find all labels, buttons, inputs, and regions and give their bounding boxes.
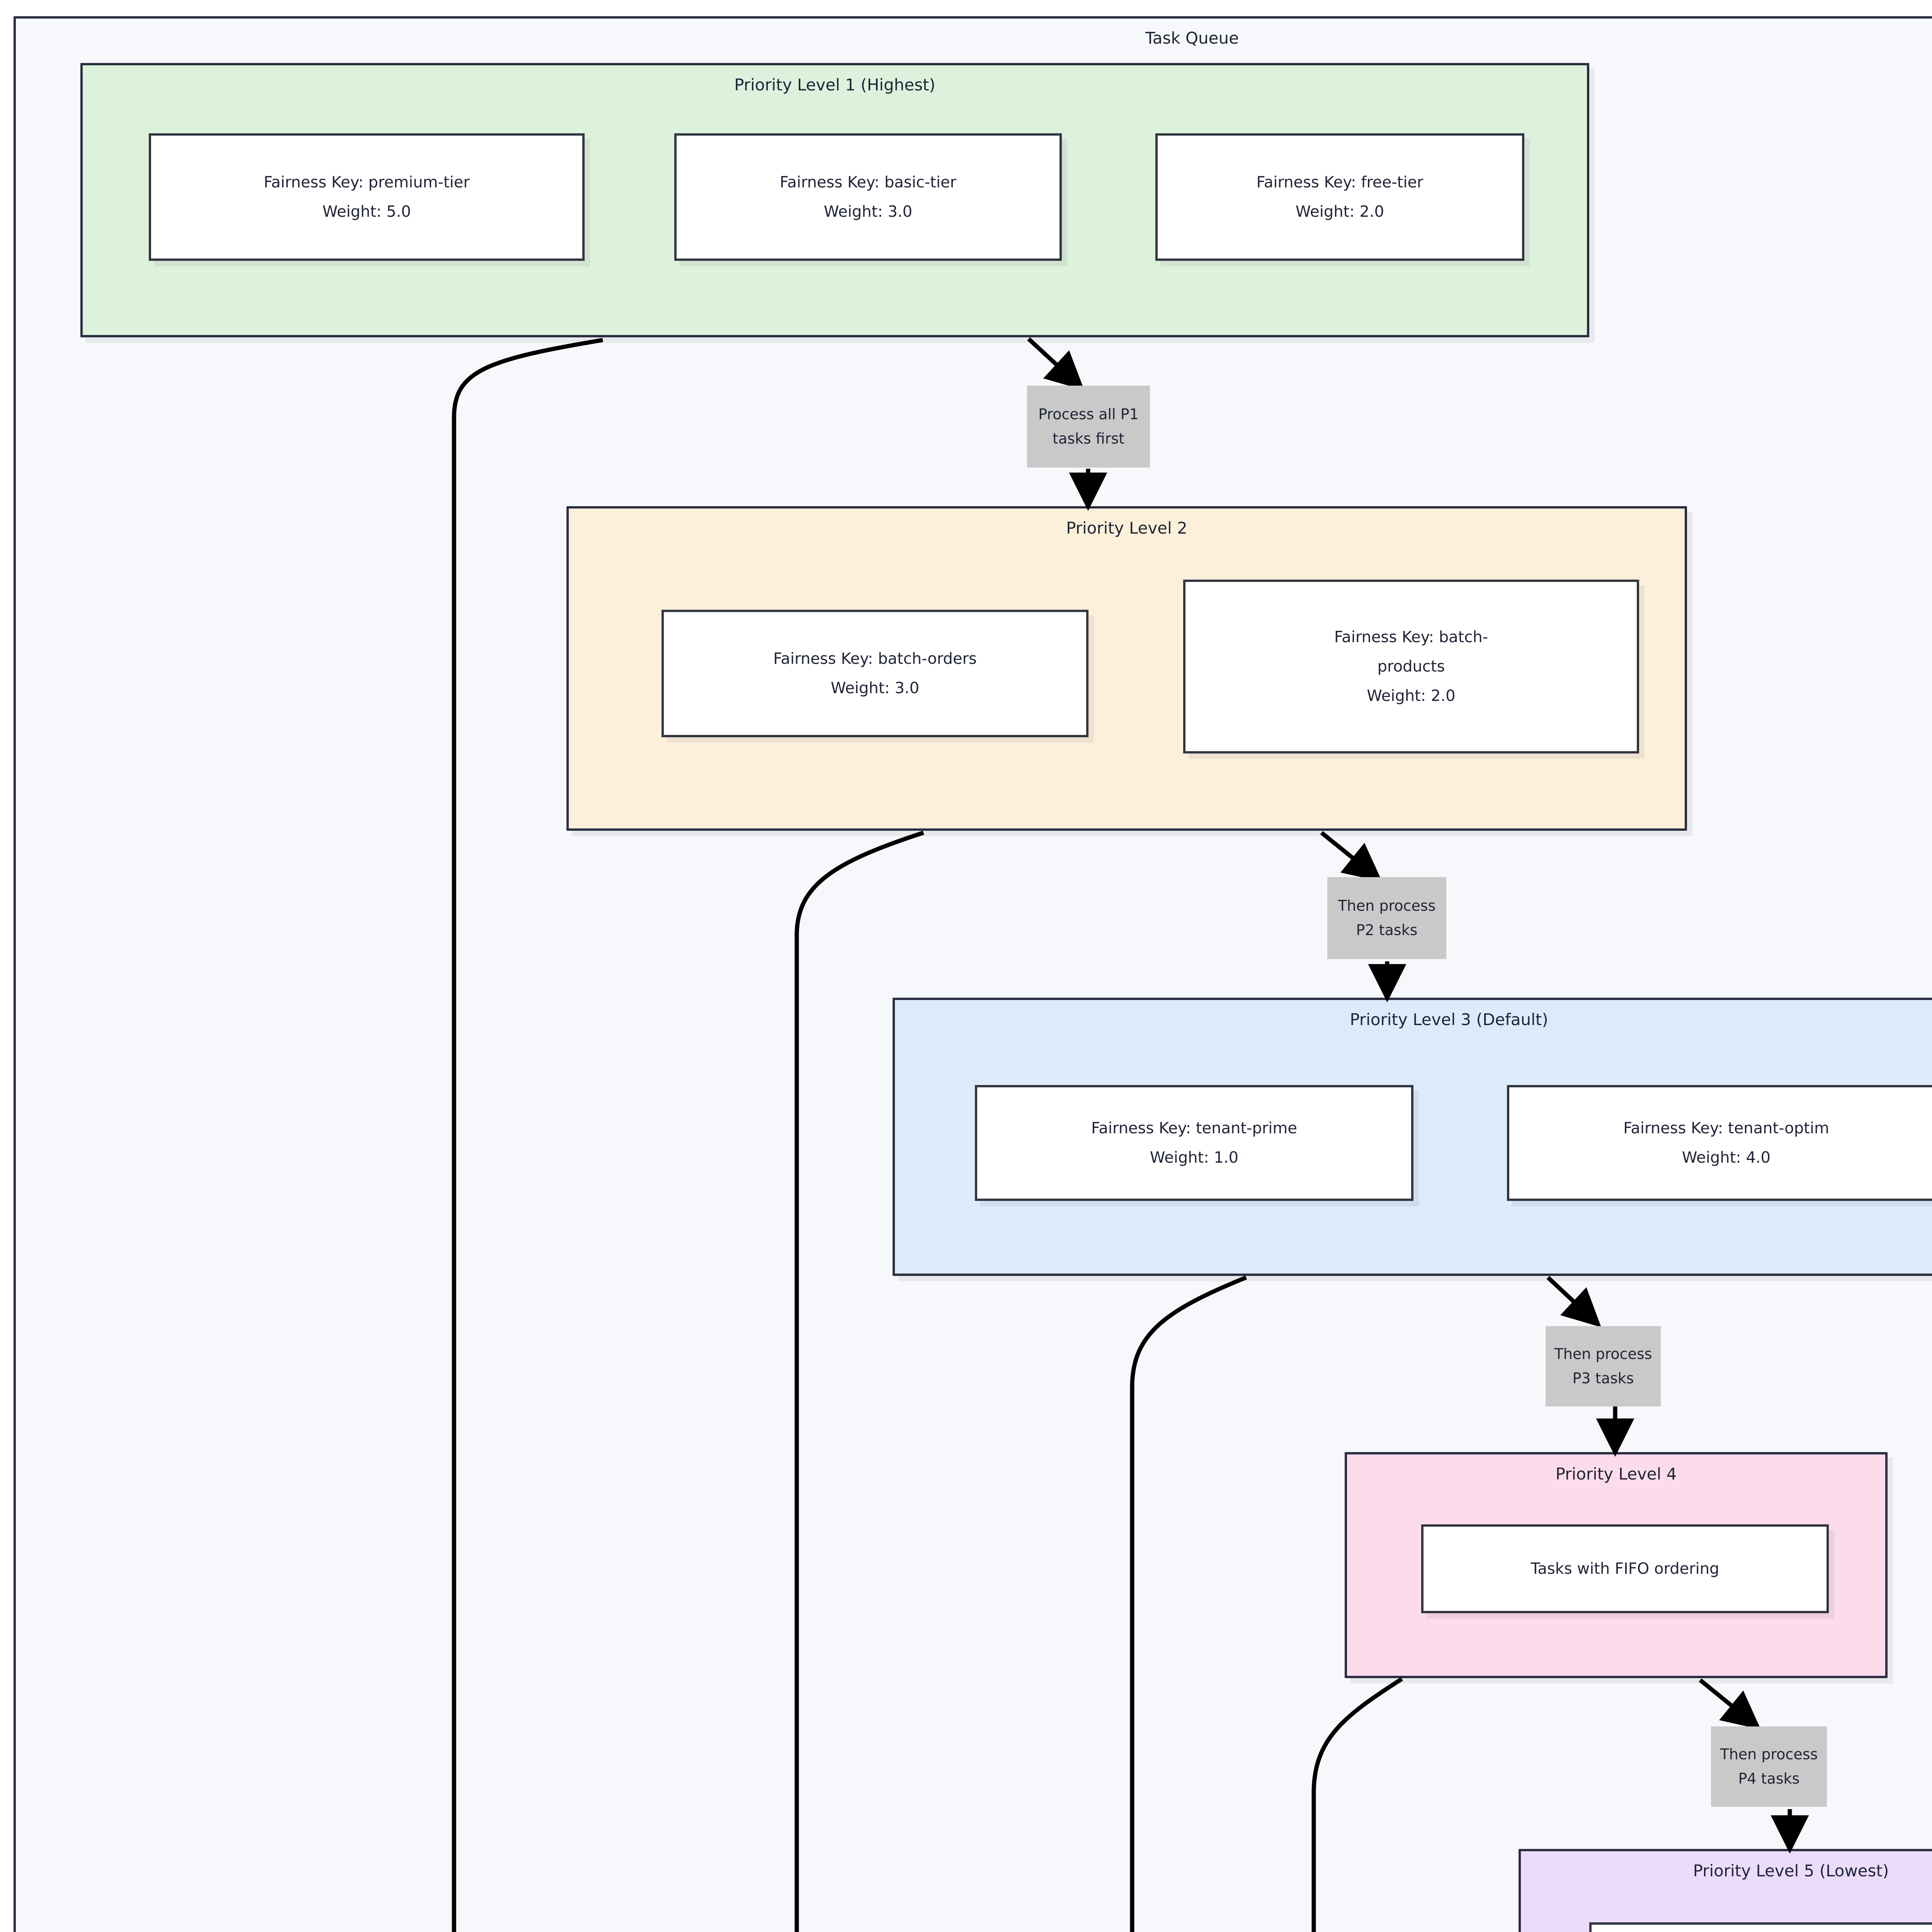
fairness-node-premium-tier[interactable]: Fairness Key: premium-tier Weight: 5.0 <box>149 133 585 261</box>
edge-label-then-process-p2: Then process P2 tasks <box>1327 877 1446 959</box>
edge-label-line-2: P2 tasks <box>1356 922 1418 939</box>
fairness-key-label: Fairness Key: premium-tier <box>264 173 470 191</box>
edge-label-then-process-p4: Then process P4 tasks <box>1711 1726 1827 1807</box>
edge-label-line-1: Then process <box>1720 1746 1818 1763</box>
fairness-node-batch-orders[interactable]: Fairness Key: batch-orders Weight: 3.0 <box>662 610 1088 737</box>
fairness-node-free-tier[interactable]: Fairness Key: free-tier Weight: 2.0 <box>1155 133 1524 261</box>
fairness-key-label: Fairness Key: basic-tier <box>780 173 956 191</box>
fairness-node-basic-tier[interactable]: Fairness Key: basic-tier Weight: 3.0 <box>674 133 1062 261</box>
edge-label-process-all-p1: Process all P1 tasks first <box>1027 386 1150 468</box>
edge-label-line-2: P4 tasks <box>1738 1770 1800 1787</box>
fairness-node-tenant-optim[interactable]: Fairness Key: tenant-optim Weight: 4.0 <box>1507 1085 1932 1201</box>
priority-level-3-title: Priority Level 3 (Default) <box>1350 1010 1548 1029</box>
fairness-weight-label: Weight: 3.0 <box>823 203 913 221</box>
fairness-weight-label: Weight: 5.0 <box>322 203 411 221</box>
edge-label-line-2: tasks first <box>1052 430 1125 447</box>
edge-label-line-1: Then process <box>1554 1345 1652 1363</box>
priority-level-5-title: Priority Level 5 (Lowest) <box>1693 1861 1889 1880</box>
edge-label-then-process-p3: Then process P3 tasks <box>1546 1326 1661 1406</box>
fifo-node-p5[interactable]: Tasks with FIFO ordering <box>1589 1922 1932 1932</box>
edge-label-line-1: Then process <box>1338 897 1436 915</box>
fairness-key-label: Fairness Key: tenant-prime <box>1091 1119 1297 1137</box>
subgraph-priority-level-5: Priority Level 5 (Lowest) <box>1519 1849 1932 1932</box>
fairness-weight-label: Weight: 2.0 <box>1367 687 1456 705</box>
fairness-key-label: Fairness Key: tenant-optim <box>1623 1119 1829 1137</box>
priority-level-1-title: Priority Level 1 (Highest) <box>734 75 935 94</box>
task-queue-title: Task Queue <box>1145 29 1239 48</box>
fairness-weight-label: Weight: 1.0 <box>1150 1149 1239 1167</box>
fairness-node-tenant-prime[interactable]: Fairness Key: tenant-prime Weight: 1.0 <box>975 1085 1413 1201</box>
fairness-key-label: Fairness Key: batch-orders <box>773 650 977 668</box>
fifo-node-p4[interactable]: Tasks with FIFO ordering <box>1421 1524 1829 1613</box>
fairness-weight-label: Weight: 2.0 <box>1295 203 1384 221</box>
fairness-key-label-cont: products <box>1377 658 1445 675</box>
fairness-node-batch-products[interactable]: Fairness Key: batch- products Weight: 2.… <box>1183 580 1639 753</box>
fairness-weight-label: Weight: 3.0 <box>830 679 920 697</box>
edge-label-line-2: P3 tasks <box>1572 1370 1634 1387</box>
fairness-key-label: Fairness Key: batch- <box>1334 628 1488 646</box>
priority-level-2-title: Priority Level 2 <box>1066 519 1187 537</box>
priority-level-4-title: Priority Level 4 <box>1555 1464 1677 1483</box>
fairness-weight-label: Weight: 4.0 <box>1682 1149 1771 1167</box>
edge-label-line-1: Process all P1 <box>1038 406 1139 423</box>
fairness-key-label: Fairness Key: free-tier <box>1256 173 1423 191</box>
fifo-label: Tasks with FIFO ordering <box>1531 1560 1719 1578</box>
